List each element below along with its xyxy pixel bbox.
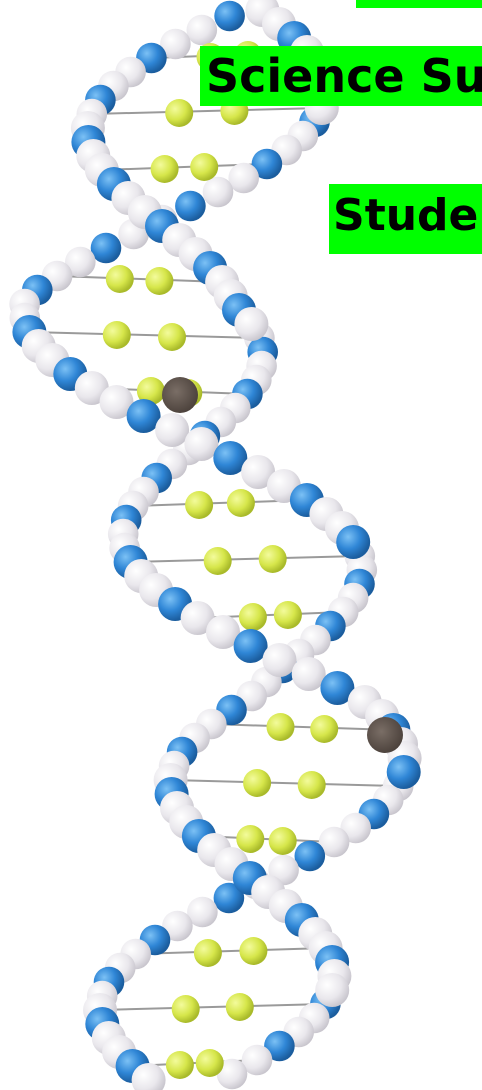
base-bead xyxy=(243,769,272,797)
backbone-bead xyxy=(318,826,350,858)
base-bead xyxy=(225,993,254,1021)
backbone-bead xyxy=(74,371,109,405)
base-bead xyxy=(145,267,174,295)
backbone-bead xyxy=(187,896,218,928)
base-bead xyxy=(171,995,200,1023)
backbone-bead xyxy=(214,0,245,32)
backbone-bead xyxy=(213,882,245,914)
base-bead xyxy=(203,547,232,575)
backbone-bead xyxy=(386,755,421,789)
base-bead xyxy=(297,771,326,799)
backbone-bead xyxy=(99,385,134,419)
backbone-bead xyxy=(251,148,283,180)
backbone-bead xyxy=(186,14,218,46)
backbone-bead xyxy=(294,840,326,872)
base-bead xyxy=(258,545,287,573)
backbone-bead xyxy=(65,246,96,278)
backbone-bead xyxy=(126,399,161,433)
backbone-bead xyxy=(241,1044,273,1076)
base-bead xyxy=(102,321,131,349)
base-bead xyxy=(165,1051,194,1079)
base-bead xyxy=(266,713,295,741)
base-bead xyxy=(158,323,186,351)
base-bead xyxy=(193,939,222,967)
base-bead xyxy=(105,265,134,293)
science-heading: Science Su xyxy=(200,46,482,106)
base-pair-rung xyxy=(29,331,260,339)
base-pair-rung xyxy=(57,275,223,283)
backbone-bead xyxy=(90,232,122,264)
dna-backbone-front xyxy=(12,0,422,1090)
backbone-bead xyxy=(336,525,371,559)
backbone-bead xyxy=(241,455,276,489)
base-bead xyxy=(226,489,255,517)
base-bead xyxy=(273,601,302,629)
backbone-bead xyxy=(291,657,326,691)
backbone-bead xyxy=(340,812,372,844)
backbone-bead xyxy=(160,28,191,60)
backbone-bead xyxy=(315,973,350,1007)
backbone-bead xyxy=(234,307,269,341)
backbone-bead xyxy=(216,1058,248,1090)
base-bead xyxy=(136,377,165,405)
backbone-bead xyxy=(367,717,403,753)
base-bead xyxy=(268,827,297,855)
base-pair-rung xyxy=(130,555,360,563)
base-pair-rung xyxy=(211,723,394,731)
backbone-bead xyxy=(180,601,215,635)
base-bead xyxy=(239,937,268,965)
student-heading: Stude xyxy=(329,184,482,254)
backbone-bead xyxy=(162,377,198,413)
base-bead xyxy=(195,1049,224,1077)
backbone-bead xyxy=(184,427,219,461)
backbone-bead xyxy=(262,643,297,677)
backbone-bead xyxy=(233,629,268,663)
top-highlight-strip xyxy=(356,0,482,8)
base-bead xyxy=(190,153,219,181)
base-bead xyxy=(150,155,179,183)
backbone-bead xyxy=(175,190,206,222)
base-pair-rung xyxy=(91,107,322,115)
backbone-bead xyxy=(228,162,259,194)
backbone-bead xyxy=(320,671,355,705)
base-bead xyxy=(238,603,267,631)
base-bead xyxy=(185,491,214,519)
backbone-bead xyxy=(213,441,248,475)
backbone-bead xyxy=(131,1063,166,1090)
backbone-bead xyxy=(162,910,193,942)
base-pair-rung xyxy=(170,779,399,787)
backbone-bead xyxy=(206,615,240,649)
base-pair-rung xyxy=(99,1003,326,1011)
base-pair-rung xyxy=(135,947,326,955)
backbone-bead xyxy=(202,176,234,208)
base-bead xyxy=(165,99,194,127)
base-bead xyxy=(236,825,265,853)
base-bead xyxy=(310,715,339,743)
backbone-bead xyxy=(155,413,190,447)
backbone-bead xyxy=(264,1030,295,1062)
